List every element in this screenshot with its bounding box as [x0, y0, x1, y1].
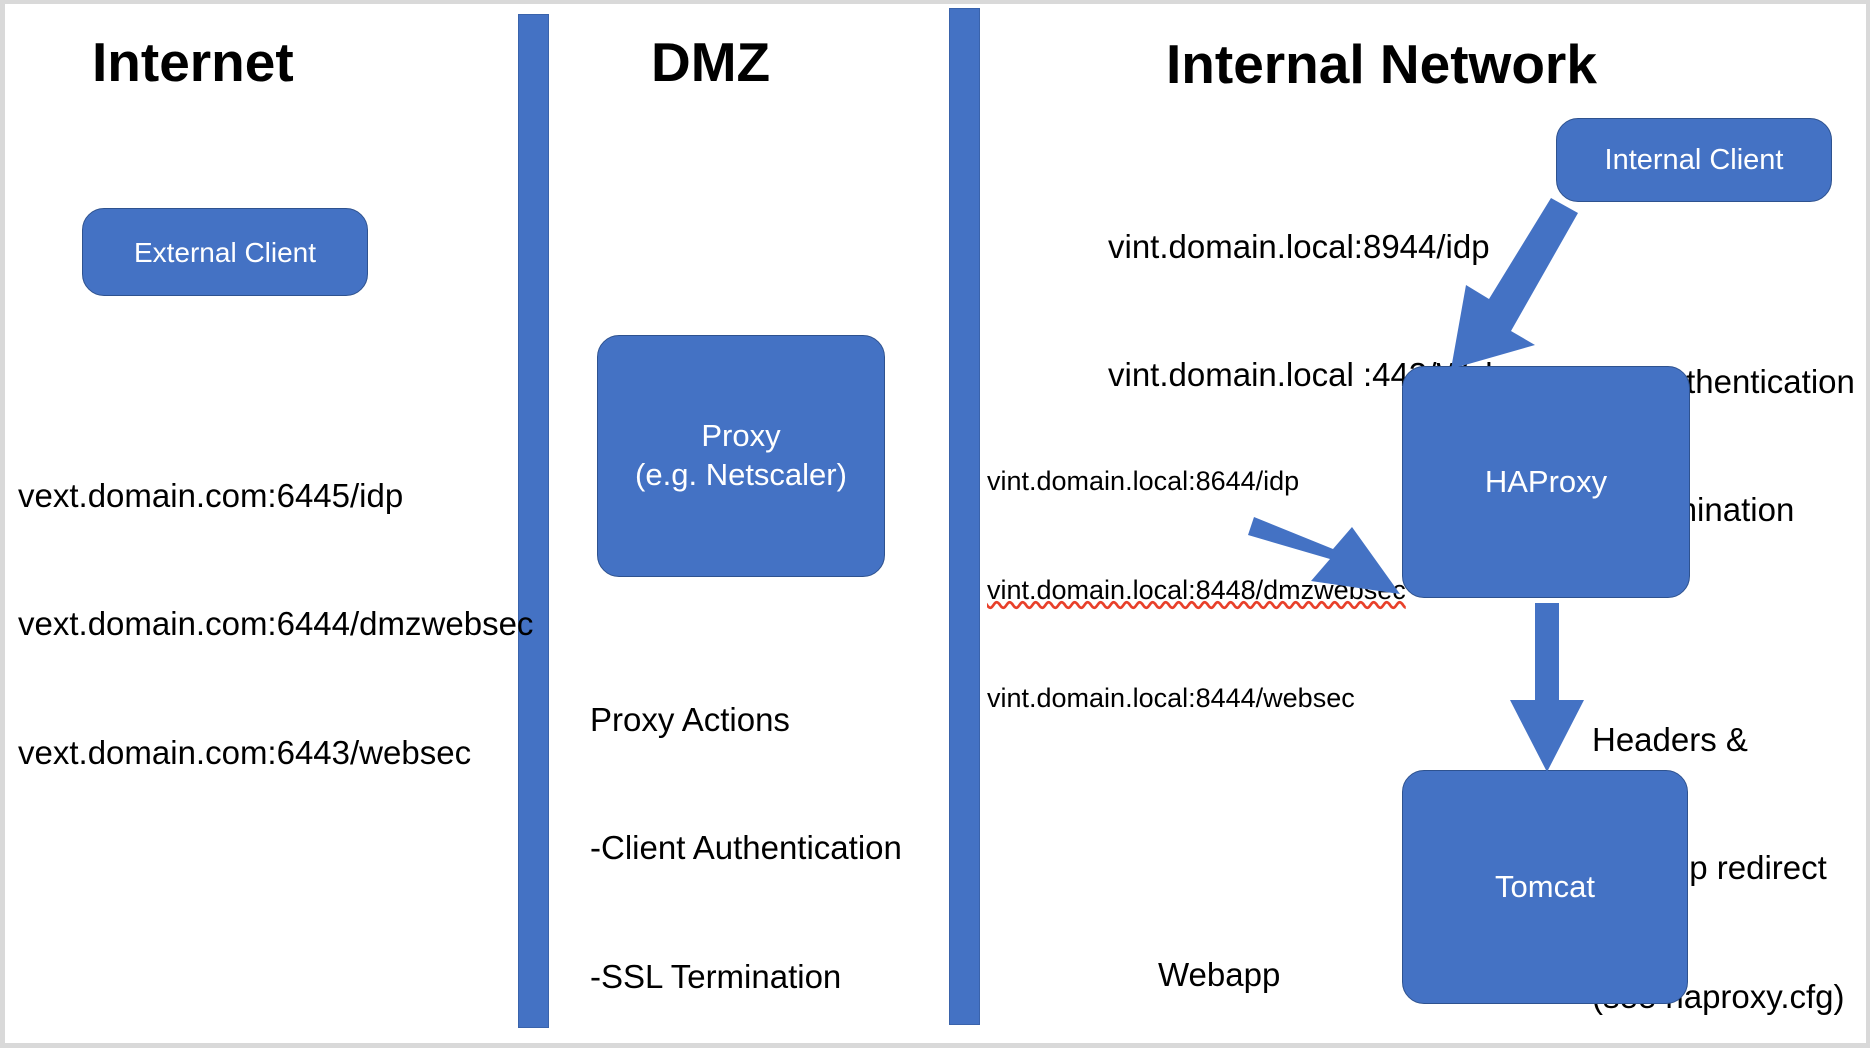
webapp-config-annotation: Webapp configuration (See server.xml)	[1158, 868, 1398, 1048]
headers-redirect-line-1: Headers &	[1592, 720, 1748, 758]
node-external-client-label: External Client	[133, 236, 317, 268]
connector-haproxy-to-tomcat	[1510, 603, 1584, 772]
node-proxy[interactable]: Proxy (e.g. Netscaler)	[597, 335, 885, 577]
internal-client-endpoint-1: vint.domain.local:8944/idp	[1108, 227, 1490, 265]
canvas-border-right	[1866, 0, 1870, 1048]
canvas-border-top	[0, 0, 1870, 4]
node-internal-client[interactable]: Internal Client	[1556, 118, 1832, 202]
external-endpoint-1: vext.domain.com:6445/idp	[18, 476, 404, 514]
proxy-action-client-auth: -Client Authentication	[590, 829, 902, 867]
external-endpoint-2: vext.domain.com:6444/dmzwebsec	[18, 605, 534, 643]
node-tomcat[interactable]: Tomcat	[1402, 770, 1688, 1004]
haproxy-backend-endpoint-1: vint.domain.local:8644/idp	[987, 466, 1300, 497]
node-proxy-sublabel: (e.g. Netscaler)	[635, 457, 847, 492]
zone-title-dmz: DMZ	[651, 31, 771, 93]
external-endpoint-3: vext.domain.com:6443/websec	[18, 734, 472, 772]
zone-title-internal-network: Internal Network	[1166, 33, 1597, 95]
node-tomcat-label: Tomcat	[1495, 868, 1595, 904]
external-endpoints-list: vext.domain.com:6445/idp vext.domain.com…	[18, 389, 533, 861]
node-haproxy-label: HAProxy	[1484, 463, 1608, 499]
proxy-actions-list: Proxy Actions -Client Authentication -SS…	[590, 613, 935, 1048]
canvas-border-bottom	[0, 1043, 1870, 1048]
proxy-actions-heading: Proxy Actions	[590, 700, 790, 738]
node-haproxy[interactable]: HAProxy	[1402, 366, 1690, 598]
zone-divider-dmz-internal	[949, 8, 980, 1025]
zone-title-internet: Internet	[92, 31, 294, 93]
webapp-config-line-1: Webapp	[1158, 955, 1281, 993]
node-internal-client-label: Internal Client	[1604, 143, 1784, 176]
haproxy-backend-endpoints-list: vint.domain.local:8644/idp vint.domain.l…	[987, 391, 1406, 789]
canvas-border-left	[0, 0, 5, 1048]
haproxy-backend-endpoint-3: vint.domain.local:8444/websec	[987, 683, 1355, 714]
node-external-client[interactable]: External Client	[82, 208, 368, 296]
proxy-action-ssl-termination: -SSL Termination	[590, 958, 842, 996]
zone-divider-internet-dmz	[518, 14, 549, 1028]
haproxy-backend-endpoint-2: vint.domain.local:8448/dmzwebsec	[987, 574, 1406, 605]
node-proxy-label: Proxy	[701, 418, 781, 454]
